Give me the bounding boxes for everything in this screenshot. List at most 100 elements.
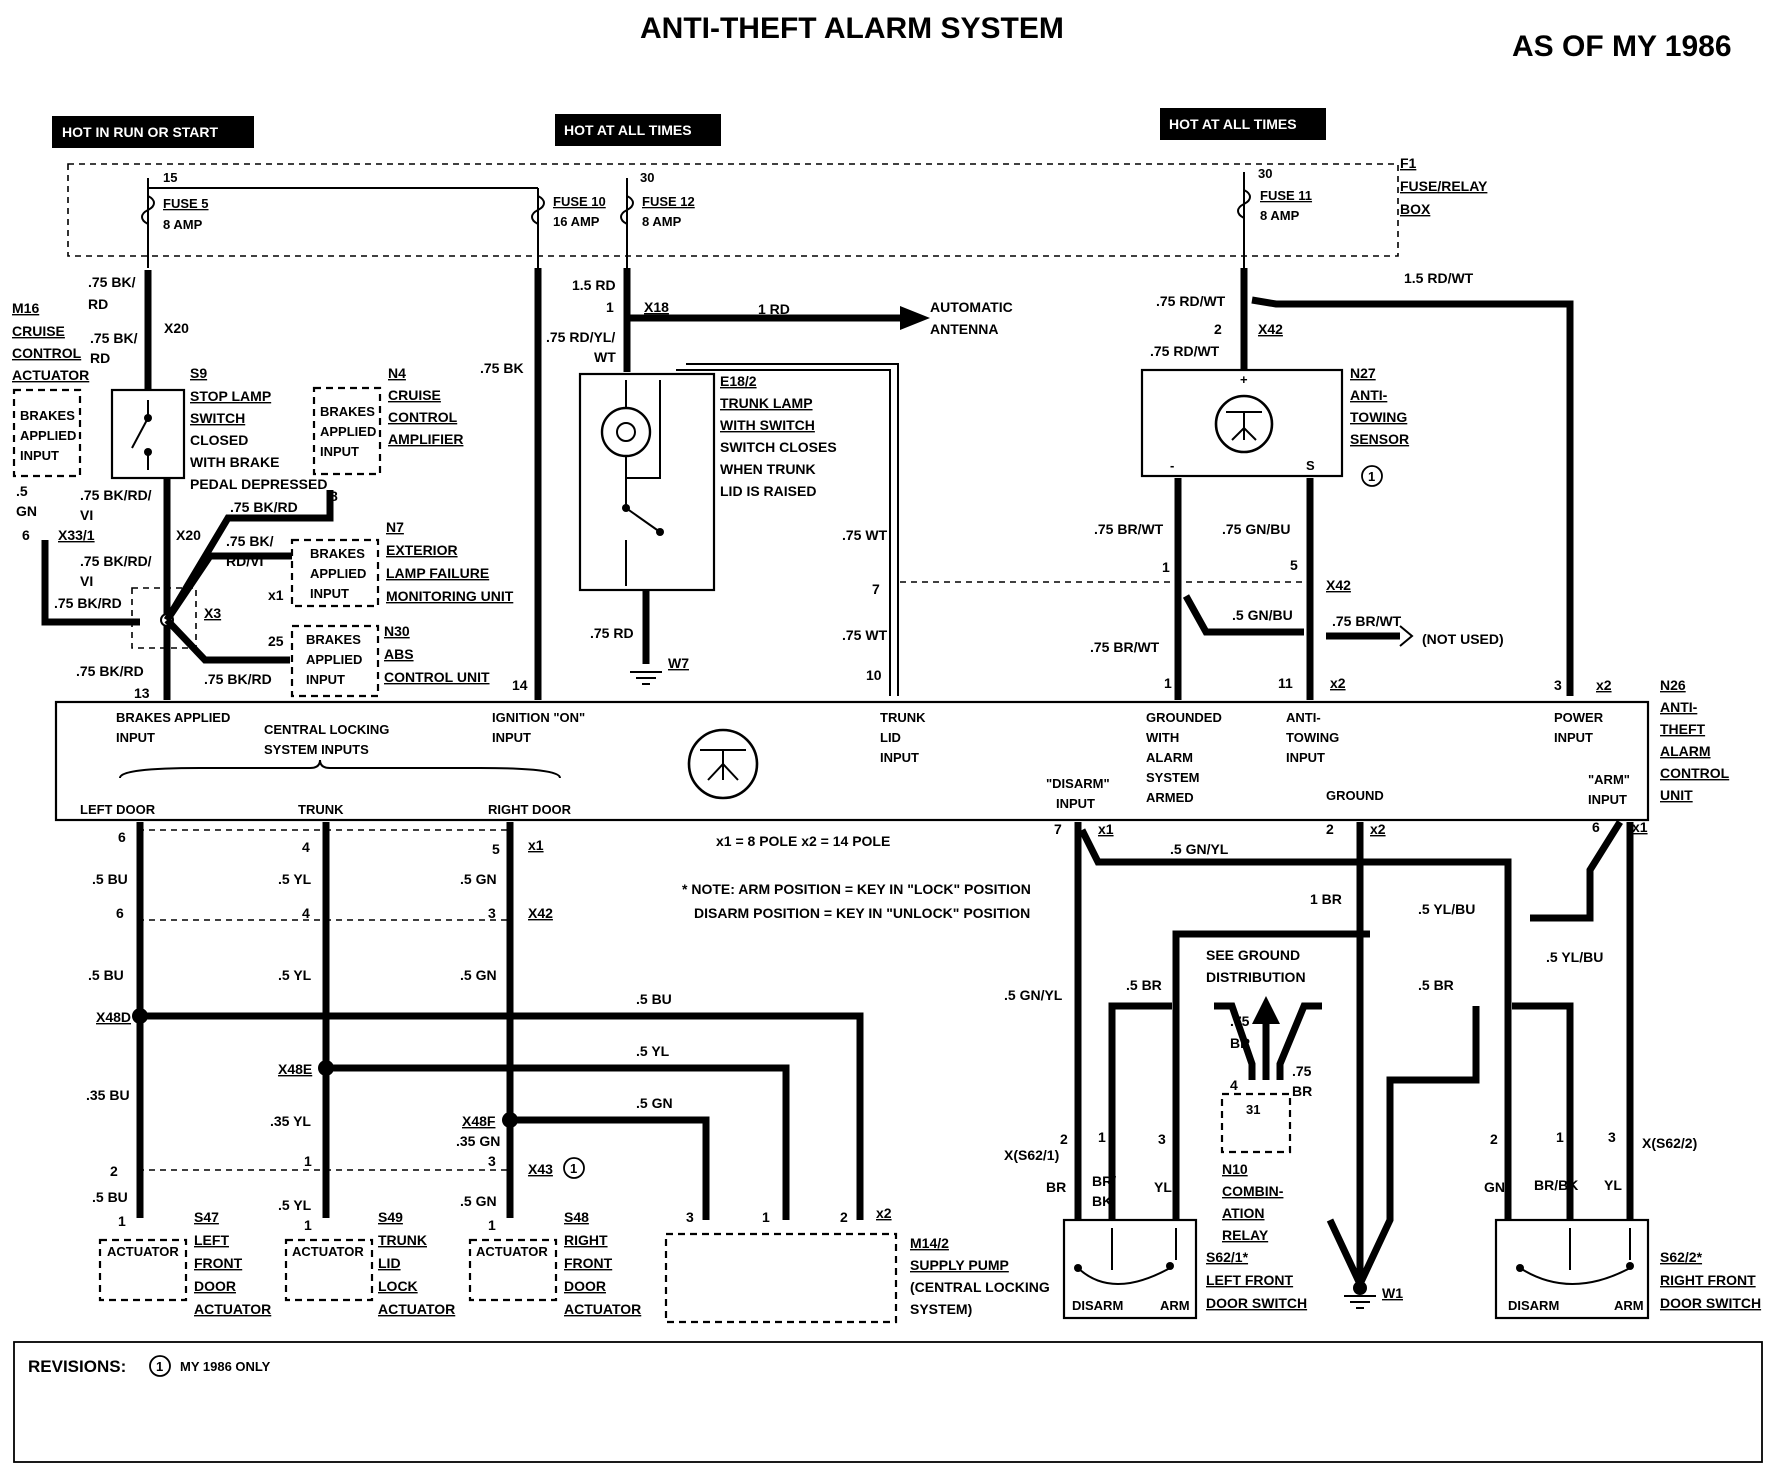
splice-x48f xyxy=(502,1112,518,1128)
label-yl5-4: .5 YL xyxy=(278,1197,312,1213)
m14-l1: SUPPLY PUMP xyxy=(910,1257,1009,1273)
conn-x48f: X48F xyxy=(462,1113,496,1129)
m16-brakes-l2: APPLIED xyxy=(20,428,76,443)
pin-3-x43: 3 xyxy=(488,1153,496,1169)
n10-id: N10 xyxy=(1222,1161,1248,1177)
s48-actuator-label: ACTUATOR xyxy=(476,1244,548,1259)
n4-brakes-l2: APPLIED xyxy=(320,424,376,439)
pin-1-s621: 1 xyxy=(1098,1129,1106,1145)
label-br1: 1 BR xyxy=(1310,891,1342,907)
in-brakes-2: INPUT xyxy=(116,730,155,745)
s621-l1: LEFT FRONT xyxy=(1206,1272,1294,1288)
n27-minus: - xyxy=(1170,458,1174,473)
conn-w1: W1 xyxy=(1382,1285,1403,1301)
label-yl5-2: .5 YL xyxy=(278,967,312,983)
n26-l1: ANTI- xyxy=(1660,699,1698,715)
f1-id: F1 xyxy=(1400,155,1417,171)
wire-x48e-pump xyxy=(326,1064,790,1220)
conn-x1-b: x1 xyxy=(1098,821,1114,837)
label-br75b-1: .75 xyxy=(1292,1063,1312,1079)
conn-x1-c: x1 xyxy=(1632,819,1648,835)
pin-6-arm: 6 xyxy=(1592,819,1600,835)
s49-l3: LOCK xyxy=(378,1278,418,1294)
s48-l1: RIGHT xyxy=(564,1232,608,1248)
wire-disarm-right xyxy=(1078,828,1512,1220)
n27-l1: ANTI- xyxy=(1350,387,1388,403)
conn-x2-pump: x2 xyxy=(876,1205,892,1221)
label-br75a-2: BR xyxy=(1230,1035,1250,1051)
s47-actuator: ACTUATOR xyxy=(98,1238,188,1302)
pin-14: 14 xyxy=(512,677,528,693)
label-rd75: .75 RD xyxy=(590,625,634,641)
label-bkrdvi-1a: .75 BK/RD/ xyxy=(80,487,152,503)
s622-arm: ARM xyxy=(1614,1298,1644,1313)
s47-l3: DOOR xyxy=(194,1278,236,1294)
fuse-relay-box xyxy=(67,163,1399,257)
pin-2-ground: 2 xyxy=(1326,821,1334,837)
n7-brakes-l2: APPLIED xyxy=(310,566,366,581)
n7-brakes-box: BRAKES APPLIED INPUT xyxy=(290,538,380,608)
s621-arm: ARM xyxy=(1160,1298,1190,1313)
conn-w7: W7 xyxy=(668,655,689,671)
n30-brakes-box: BRAKES APPLIED INPUT xyxy=(290,624,380,698)
pin-2-x42: 2 xyxy=(1214,321,1222,337)
in-antitowing-3: INPUT xyxy=(1286,750,1325,765)
pin-11: 11 xyxy=(1278,675,1293,691)
n26-transistor-symbol xyxy=(687,728,759,800)
fuse5-term: 15 xyxy=(163,170,177,185)
pin-2-s622: 2 xyxy=(1490,1131,1498,1147)
fuse-risers xyxy=(147,172,1245,268)
label-bkrd-2: .75 BK/RD xyxy=(54,595,122,611)
wire-arm-left xyxy=(1172,930,1370,1220)
m16-l1: CRUISE xyxy=(12,323,65,339)
wire-arm-right xyxy=(1530,820,1623,922)
pin-3-x42: 3 xyxy=(488,905,496,921)
tag-hot-all-times-2: HOT AT ALL TIMES xyxy=(1160,108,1326,140)
conn-x43: X43 xyxy=(528,1161,553,1177)
label-yl5-1: .5 YL xyxy=(278,871,312,887)
fuse11-label: FUSE 11 xyxy=(1260,188,1312,203)
m16-id: M16 xyxy=(12,300,39,316)
central-locking-brace xyxy=(119,759,561,779)
wire-br-left xyxy=(1108,1002,1172,1220)
pin-8-n4: 8 xyxy=(330,488,338,504)
n4-l2: CONTROL xyxy=(388,409,458,425)
label-gnyl5-1: .5 GN/YL xyxy=(1170,841,1229,857)
x3-splice xyxy=(131,587,197,649)
label-gn5a: .5 xyxy=(16,483,28,499)
conn-x2-a: x2 xyxy=(1330,675,1346,691)
m14-supply-pump xyxy=(664,1232,898,1324)
pin-1-s49: 1 xyxy=(304,1217,312,1233)
in-ground: GROUND xyxy=(1326,788,1384,803)
label-yl35: .35 YL xyxy=(270,1113,311,1129)
label-bk75-3: .75 BK xyxy=(480,360,524,376)
m14-l2: (CENTRAL LOCKING xyxy=(910,1279,1050,1295)
e18-l2: WITH SWITCH xyxy=(720,417,815,433)
label-br75b-2: BR xyxy=(1292,1083,1312,1099)
n10-term: 31 xyxy=(1246,1102,1260,1117)
s49-actuator-label: ACTUATOR xyxy=(292,1244,364,1259)
x43-revision-marker xyxy=(563,1157,585,1179)
label-gnbu75: .75 GN/BU xyxy=(1222,521,1290,537)
label-rdwt15: 1.5 RD/WT xyxy=(1404,270,1474,286)
n4-brakes-box: BRAKES APPLIED INPUT xyxy=(312,386,382,476)
revisions-label: REVISIONS: xyxy=(28,1357,126,1376)
n26-l5: UNIT xyxy=(1660,787,1693,803)
n27-l3: SENSOR xyxy=(1350,431,1409,447)
note-2: DISARM POSITION = KEY IN "UNLOCK" POSITI… xyxy=(694,905,1030,921)
model-year: AS OF MY 1986 xyxy=(1512,30,1732,63)
s621-door-switch: DISARM ARM xyxy=(1062,1218,1198,1320)
fuse10-amp: 16 AMP xyxy=(553,214,600,229)
fuse11-amp: 8 AMP xyxy=(1260,208,1300,223)
notused-arrow xyxy=(1399,625,1414,647)
pin-2-x43: 2 xyxy=(110,1163,118,1179)
w1-ground-symbol xyxy=(1344,1295,1376,1309)
s622-disarm: DISARM xyxy=(1508,1298,1559,1313)
in-left-door: LEFT DOOR xyxy=(80,802,156,817)
s621-id: S62/1* xyxy=(1206,1249,1249,1265)
s9-l2: SWITCH xyxy=(190,410,245,426)
in-grounded-2: WITH xyxy=(1146,730,1179,745)
label-bu5-2: .5 BU xyxy=(88,967,124,983)
tag-hot-all-times-1: HOT AT ALL TIMES xyxy=(555,114,721,146)
